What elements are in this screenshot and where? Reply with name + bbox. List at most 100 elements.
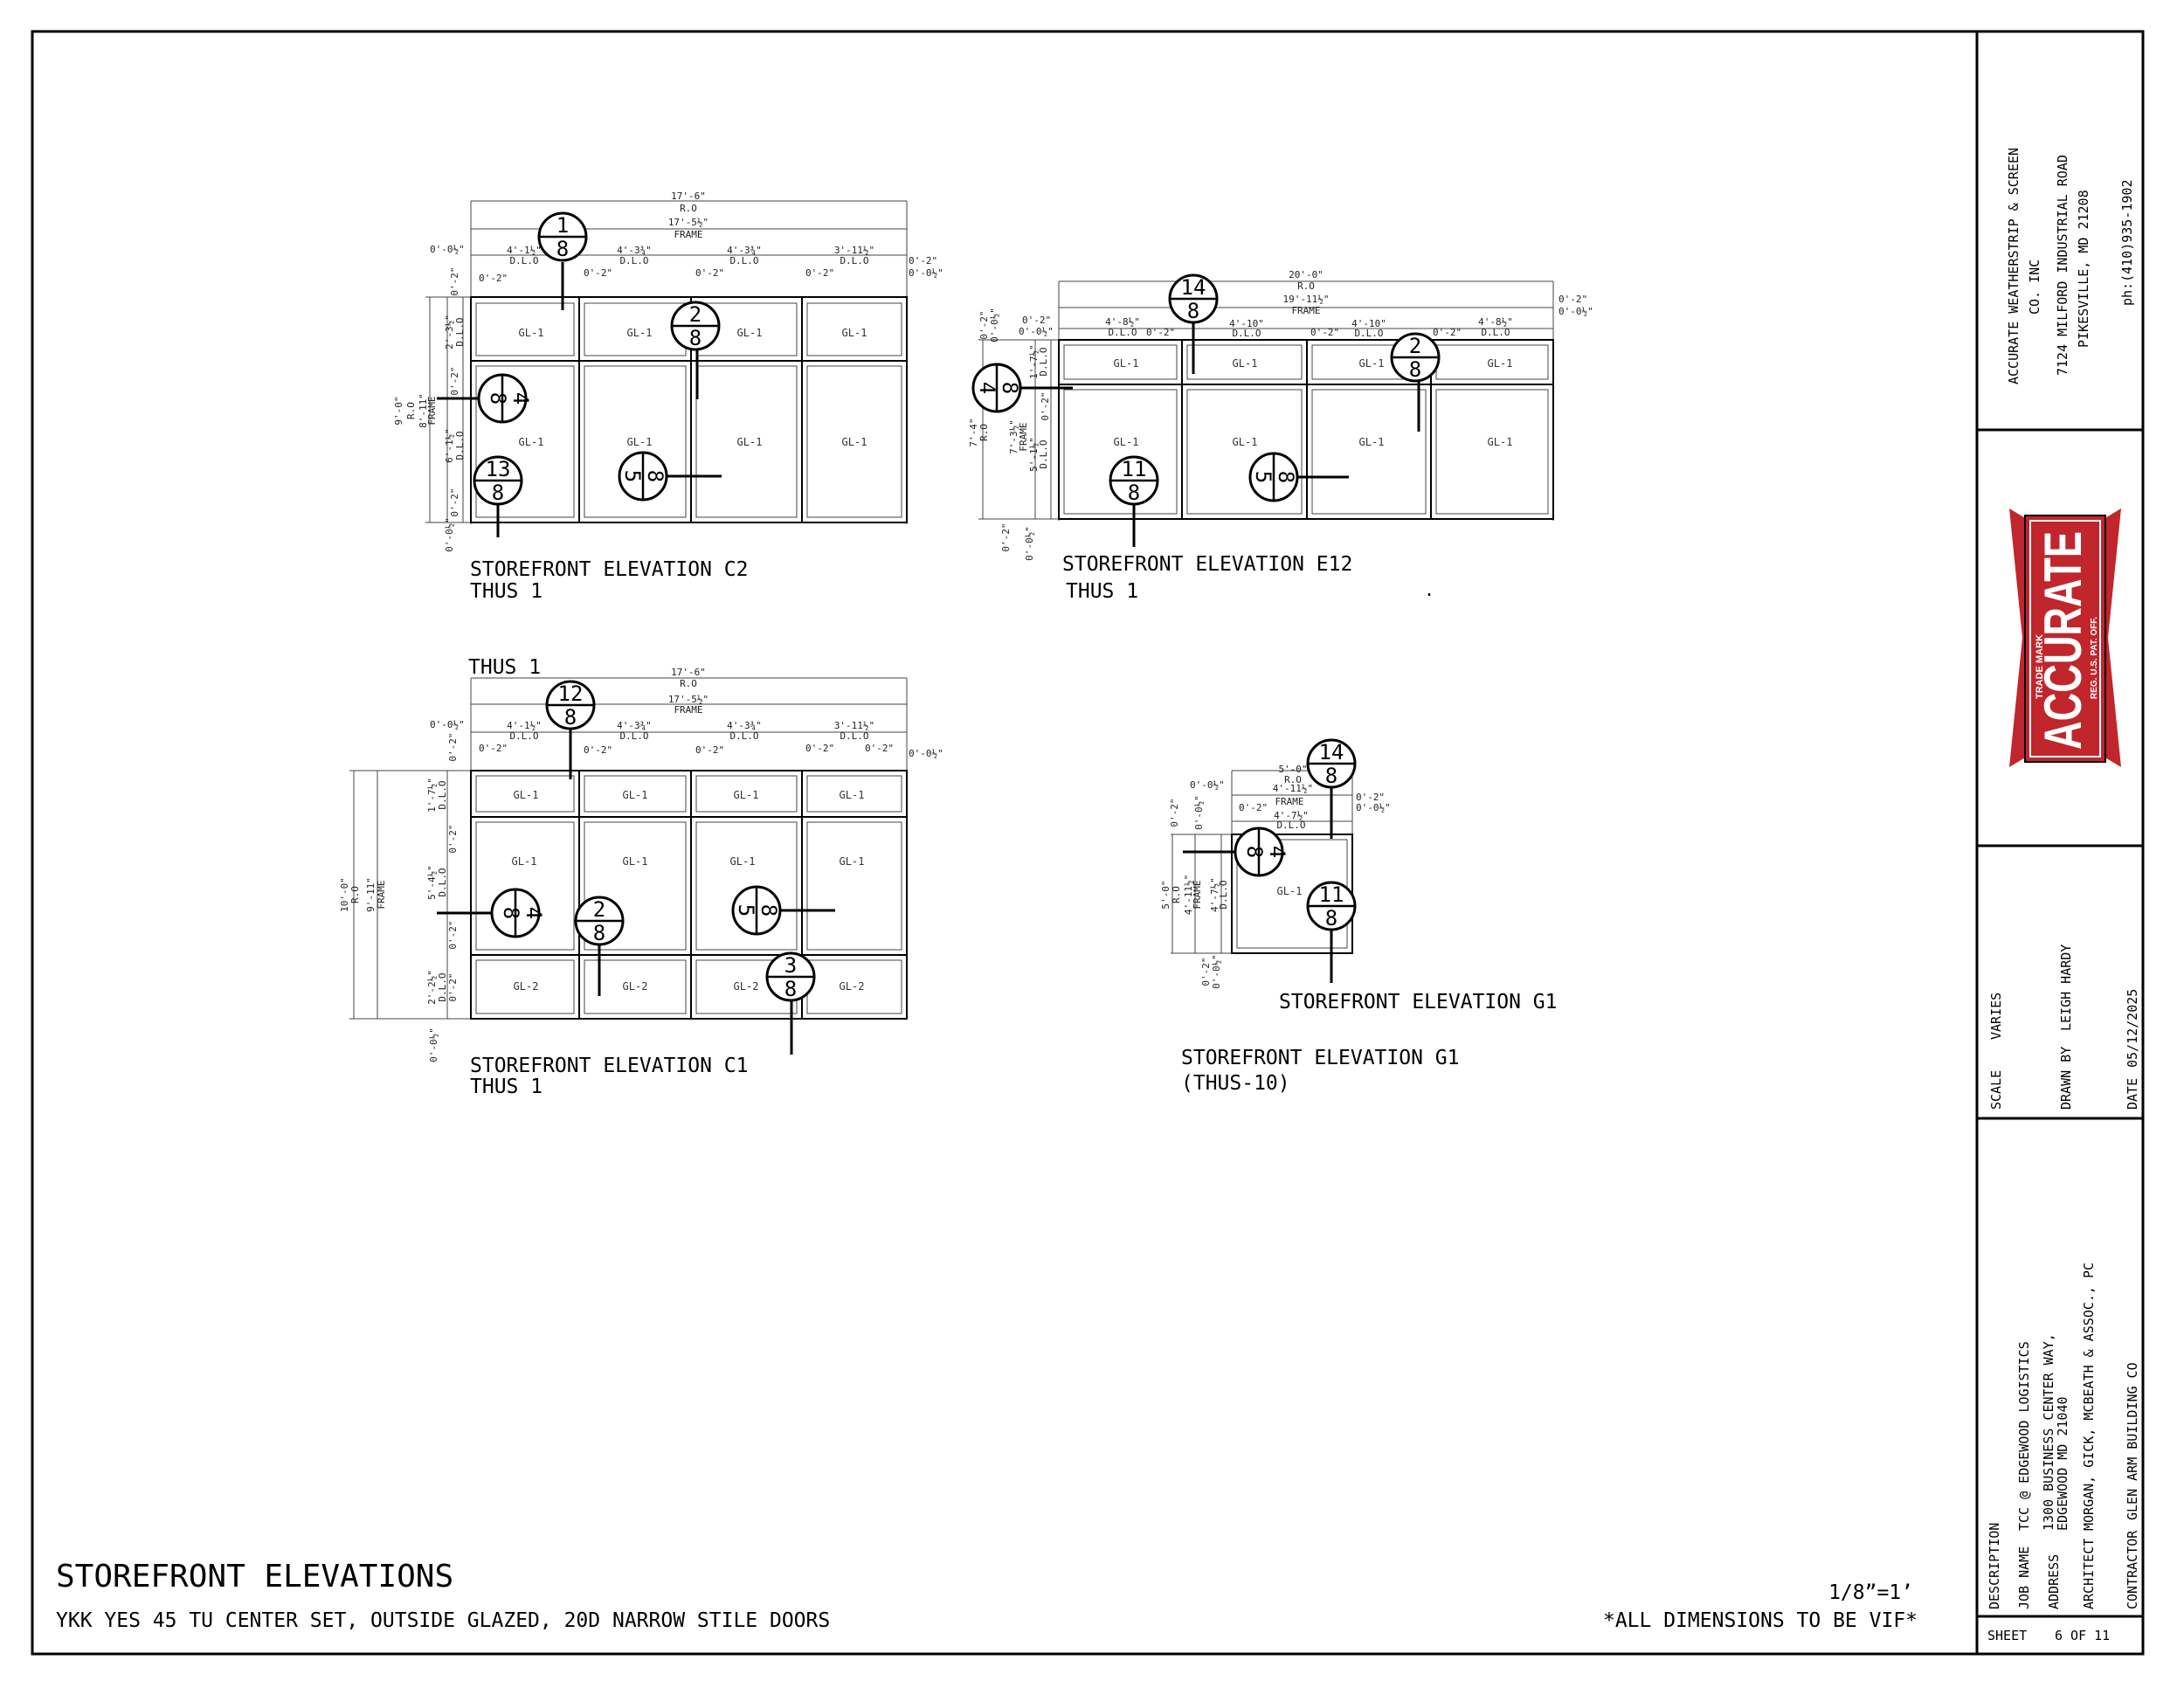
c1-thus: THUS 1 xyxy=(470,1076,543,1098)
e12-edge-dim: 0'-0½" xyxy=(1019,326,1054,337)
c2-edge-v: 0'-0½" xyxy=(444,517,455,552)
e12-ro-label-v: R.O xyxy=(978,424,990,441)
c2-glass-label: GL-1 xyxy=(737,436,763,448)
g1-height-frame: 4'-11½" xyxy=(1183,875,1194,915)
e12-dlo-label: D.L.O xyxy=(1232,328,1261,339)
detail-callout[interactable]: 12 8 xyxy=(545,680,596,779)
c2-dlo-label-v: D.L.O xyxy=(454,317,466,346)
detail-callout[interactable]: 5 8 xyxy=(731,885,835,936)
e12-gap-v: 0'-2" xyxy=(1040,391,1051,420)
g1-dlo-h: 4'-7½" xyxy=(1209,877,1220,912)
c1-glass-label: GL-1 xyxy=(730,855,756,868)
detail-sheet: 8 xyxy=(556,237,569,261)
c1-frame-width: 17'-5½" xyxy=(668,694,708,705)
tb-address2: PIKESVILLE, MD 21208 xyxy=(2076,190,2091,348)
detail-callout[interactable]: 14 8 xyxy=(1306,738,1357,839)
g1-dlo-width: 4'-7½" xyxy=(1274,810,1309,821)
g1-glass-label: GL-1 xyxy=(1277,885,1303,897)
c1-dlo-label: D.L.O xyxy=(840,730,868,742)
c2-ro-width: 17'-6" xyxy=(671,190,706,202)
c1-glass-label: GL-1 xyxy=(840,855,865,868)
g1-ro-width: 5'-0" xyxy=(1278,764,1307,775)
e12-frame-label-v: FRAME xyxy=(1018,422,1029,451)
c1-dlo-top-h: 1'-7½" xyxy=(426,778,438,813)
detail-callout[interactable]: 5 8 xyxy=(1248,452,1349,502)
detail-callout[interactable]: 13 8 xyxy=(473,455,523,537)
detail-callout[interactable]: 14 8 xyxy=(1168,273,1219,374)
elevation-g1: 5'-0" R.O 4'-11½" FRAME 4'-7½" D.L.O 0'-… xyxy=(1160,764,1558,1095)
detail-callout[interactable]: 5 8 xyxy=(618,451,722,502)
e12-glass-label: GL-1 xyxy=(1359,436,1385,448)
tb-address-label: ADDRESS xyxy=(2046,1554,2062,1609)
detail-callout[interactable]: 4 8 xyxy=(437,373,533,424)
c1-dlo-1: 4'-1½" xyxy=(507,720,542,731)
c1-ro-width: 17'-6" xyxy=(671,667,706,678)
c1-gap-v: 0'-2" xyxy=(447,824,459,853)
c1-gap-4: 0'-2" xyxy=(805,743,834,754)
detail-number: 3 xyxy=(784,953,797,978)
c2-gap-4: 0'-2" xyxy=(805,267,834,279)
c2-dlo-label: D.L.O xyxy=(509,255,538,266)
g1-gap-right: 0'-2" xyxy=(1356,792,1385,803)
c1-glass-label: GL-1 xyxy=(840,789,865,801)
c2-thus: THUS 1 xyxy=(470,580,543,603)
detail-callout[interactable]: 11 8 xyxy=(1109,455,1159,547)
g1-edge-left: 0'-0½" xyxy=(1190,779,1225,791)
c2-height-frame: 8'-11" xyxy=(418,393,429,428)
detail-sheet: 8 xyxy=(1274,471,1298,483)
detail-sheet: 8 xyxy=(593,921,605,945)
c1-dlo-label: D.L.O xyxy=(729,730,758,742)
e12-frame-width: 19'-11½" xyxy=(1283,294,1330,305)
e12-edge-v: 0'-0½" xyxy=(1024,526,1035,561)
c2-dlo-label: D.L.O xyxy=(840,255,868,266)
e12-edge-right: 0'-0½" xyxy=(1559,306,1593,317)
detail-callout[interactable]: 1 8 xyxy=(537,211,588,310)
e12-gap-3: 0'-2" xyxy=(1433,327,1462,338)
tb-job-label: JOB NAME xyxy=(2016,1546,2032,1609)
detail-callout[interactable]: 11 8 xyxy=(1306,881,1357,983)
e12-glass-label: GL-1 xyxy=(1114,357,1139,370)
g1-ro-label: R.O xyxy=(1284,774,1302,785)
tb-address-value2: EDGEWOOD MD 21040 xyxy=(2055,1396,2070,1531)
e12-frame-label: FRAME xyxy=(1291,305,1320,316)
e12-edge-v: 0'-0½" xyxy=(989,308,1000,342)
tb-sheet-label: SHEET xyxy=(1987,1628,2027,1643)
c2-gap-2: 0'-2" xyxy=(584,267,612,279)
detail-number: 5 xyxy=(734,904,758,917)
e12-dlo-3: 4'-10" xyxy=(1351,318,1386,329)
page-title: STOREFRONT ELEVATIONS xyxy=(56,1559,453,1595)
detail-callout[interactable]: 2 8 xyxy=(1390,332,1441,432)
e12-glass-label: GL-1 xyxy=(1488,436,1513,448)
tb-scale-label: SCALE xyxy=(1988,1070,2004,1110)
c2-ro-label: R.O xyxy=(680,203,697,214)
detail-callout[interactable]: 3 8 xyxy=(765,951,816,1055)
e12-dlo-4: 4'-8½" xyxy=(1478,316,1513,328)
c1-glass-label: GL-1 xyxy=(514,789,539,801)
detail-sheet: 8 xyxy=(1128,481,1140,505)
detail-number: 5 xyxy=(620,470,645,482)
e12-gap-right: 0'-2" xyxy=(1559,294,1587,305)
c1-glass-label: GL-1 xyxy=(623,789,648,801)
c1-gap-v: 0'-2" xyxy=(447,972,459,1001)
g1-gap-left: 0'-2" xyxy=(1239,802,1268,813)
tb-desc-label: DESCRIPTION xyxy=(1987,1523,2002,1609)
tb-address-value1: 1300 BUSINESS CENTER WAY, xyxy=(2041,1333,2056,1531)
c2-glass-label: GL-1 xyxy=(627,327,653,339)
c2-gap-v: 0'-2" xyxy=(449,266,460,295)
detail-callout[interactable]: 2 8 xyxy=(574,896,625,996)
detail-callout[interactable]: 4 8 xyxy=(437,888,546,938)
detail-callout[interactable]: 4 8 xyxy=(971,363,1073,413)
e12-gap-dim: 0'-2" xyxy=(1022,315,1051,326)
detail-number: 13 xyxy=(486,457,511,481)
e12-dlo-2: 4'-10" xyxy=(1229,318,1264,329)
c1-dlo-label: D.L.O xyxy=(509,730,538,742)
c2-dlo-top-h: 2'-3½" xyxy=(444,315,455,349)
detail-callout[interactable]: 4 8 xyxy=(1183,827,1289,877)
detail-callout[interactable]: 2 8 xyxy=(670,301,721,399)
detail-number: 14 xyxy=(1181,275,1206,300)
elevation-e12: 20'-0" R.O 19'-11½" FRAME 4'-8½" D.L.O 4… xyxy=(968,269,1593,603)
e12-dlo-top-h: 1'-7½" xyxy=(1028,344,1040,379)
e12-glass-label: GL-1 xyxy=(1233,357,1258,370)
c2-gap-dim: 0'-2" xyxy=(909,255,937,266)
sheet-border xyxy=(31,30,2145,1656)
